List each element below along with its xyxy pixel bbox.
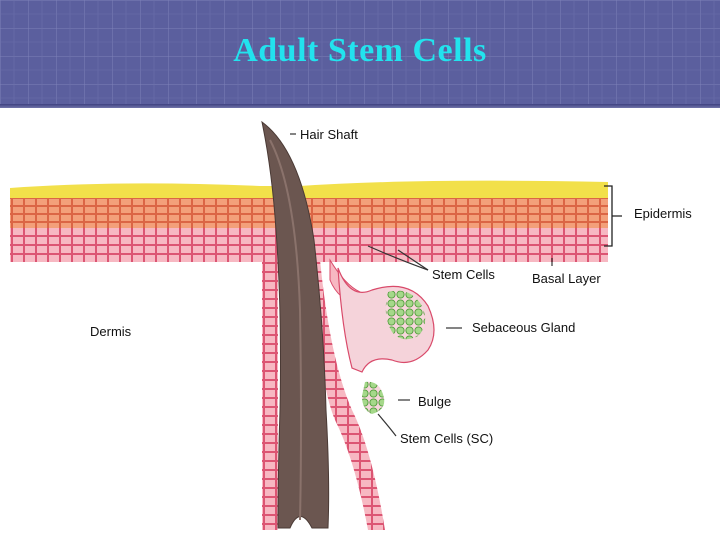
slide-title: Adult Stem Cells	[233, 32, 487, 69]
leader-lines	[290, 133, 553, 437]
label-epidermis: Epidermis	[634, 206, 692, 221]
label-sebaceous-gland: Sebaceous Gland	[472, 320, 575, 335]
label-stem-cells-sc: Stem Cells (SC)	[400, 431, 493, 446]
epidermis-bracket	[604, 185, 622, 247]
slide-header: Adult Stem Cells	[0, 0, 720, 108]
label-hair-shaft: Hair Shaft	[300, 127, 358, 142]
hair-follicle-diagram: Hair Shaft Epidermis Stem Cells Basal La…	[10, 120, 692, 530]
stem-cell-cluster-gland	[385, 290, 426, 340]
label-bulge: Bulge	[418, 394, 451, 409]
sebaceous-gland	[337, 267, 435, 373]
label-stem-cells: Stem Cells	[432, 267, 495, 282]
label-basal-layer: Basal Layer	[532, 271, 601, 286]
label-dermis: Dermis	[90, 324, 132, 339]
bulge-stem-cells	[362, 381, 385, 414]
header-grid-pattern	[0, 0, 720, 108]
hair-shaft	[261, 120, 330, 529]
header-divider	[0, 104, 720, 108]
